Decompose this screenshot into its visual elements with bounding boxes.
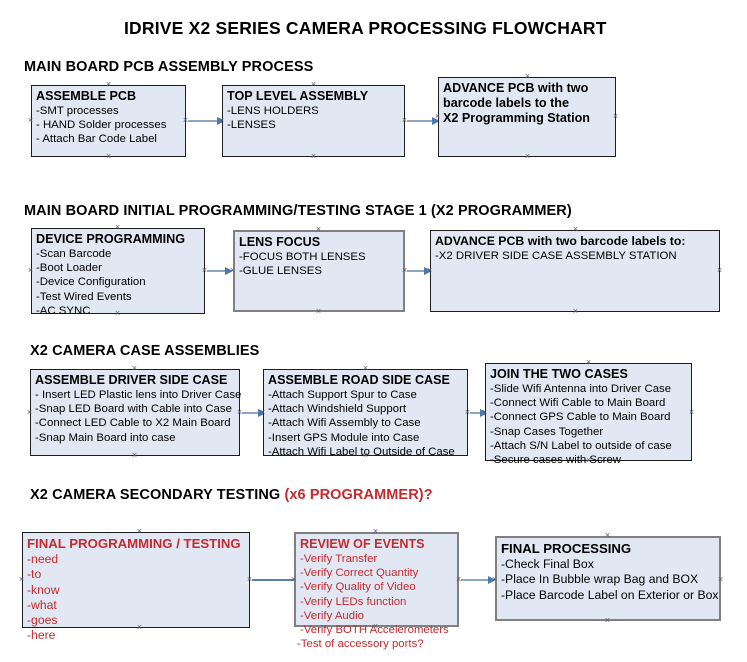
node-final-programming-testing[interactable]: FINAL PROGRAMMING / TESTING -need -to -k…	[22, 532, 250, 642]
connector-line	[252, 579, 294, 581]
section-heading-1-text: MAIN BOARD PCB ASSEMBLY PROCESS	[24, 59, 314, 75]
node-line: -Connect LED Cable to X2 Main Board	[35, 417, 231, 430]
node-advance-pcb-programming-station[interactable]: ADVANCE PCB with two barcode labels to t…	[438, 77, 616, 157]
node-line: - HAND Solder processes	[36, 119, 167, 132]
connector-arrow	[407, 270, 425, 272]
node-line: -Snap Cases Together	[490, 425, 604, 438]
node-title: ADVANCE PCB with two	[443, 81, 589, 95]
node-line: -Attach Wifi Assembly to Case	[268, 417, 421, 430]
page-title: IDRIVE X2 SERIES CAMERA PROCESSING FLOWC…	[124, 18, 607, 38]
node-line: -Verify Correct Quantity	[300, 567, 419, 580]
arrowhead-icon	[424, 266, 432, 275]
node-line: -Secure cases with Screw	[490, 454, 622, 467]
node-line: -here	[27, 628, 56, 643]
node-line: -Verify BOTH Accelerometers	[300, 624, 449, 637]
node-line: -Scan Barcode	[36, 248, 112, 260]
node-title: DEVICE PROGRAMMING	[36, 232, 186, 246]
node-line: -AC SYNC	[36, 304, 91, 317]
node-assemble-pcb[interactable]: ASSEMBLE PCB -SMT processes - HAND Solde…	[31, 85, 186, 157]
node-title-line3: X2 Programming Station	[443, 111, 590, 125]
node-title-line2: barcode labels to the	[443, 96, 569, 110]
node-title: ASSEMBLE PCB	[36, 89, 137, 103]
node-line: - Insert LED Plastic lens into Driver Ca…	[35, 389, 242, 401]
node-assemble-driver-side-case[interactable]: ASSEMBLE DRIVER SIDE CASE - Insert LED P…	[30, 369, 242, 456]
node-line: -Connect Wifi Cable to Main Board	[490, 397, 666, 410]
node-line: -Verify Audio	[300, 609, 364, 622]
node-line: -Attach Support Spur to Case	[268, 389, 417, 401]
node-title: FINAL PROGRAMMING / TESTING	[27, 536, 241, 551]
node-line: -Check Final Box	[501, 557, 594, 571]
node-assemble-road-side-case[interactable]: ASSEMBLE ROAD SIDE CASE -Attach Support …	[263, 369, 468, 458]
node-line: -Insert GPS Module into Case	[268, 431, 420, 444]
node-line: -Connect GPS Cable to Main Board	[490, 411, 671, 424]
node-line: -Attach Wifi Label to Outside of Case	[268, 445, 455, 458]
node-title: ASSEMBLE DRIVER SIDE CASE	[35, 373, 228, 387]
node-title: LENS FOCUS	[239, 235, 321, 249]
node-line: -LENS HOLDERS	[227, 105, 319, 117]
node-line: -LENSES	[227, 119, 276, 132]
arrowhead-icon	[488, 575, 496, 584]
arrowhead-icon	[225, 266, 233, 275]
node-lens-focus[interactable]: LENS FOCUS -FOCUS BOTH LENSES -GLUE LENS…	[233, 230, 405, 312]
section-heading-2: MAIN BOARD INITIAL PROGRAMMING/TESTING S…	[24, 203, 572, 219]
node-title: REVIEW OF EVENTS	[300, 537, 425, 551]
connector-arrow	[470, 412, 481, 414]
node-top-level-assembly[interactable]: TOP LEVEL ASSEMBLY -LENS HOLDERS -LENSES	[222, 85, 405, 157]
node-line: -Verify Quality of Video	[300, 581, 416, 594]
connector-arrow	[188, 120, 218, 122]
section-heading-3-text: X2 CAMERA CASE ASSEMBLIES	[30, 343, 260, 359]
node-line: -Device Configuration	[36, 276, 146, 289]
arrowhead-icon	[217, 116, 225, 125]
node-title: FINAL PROCESSING	[501, 541, 632, 556]
node-line: -Snap LED Board with Cable into Case	[35, 403, 232, 416]
node-line: -Slide Wifi Antenna into Driver Case	[490, 383, 672, 395]
connector-arrow	[461, 579, 490, 581]
node-title: ASSEMBLE ROAD SIDE CASE	[268, 373, 450, 387]
node-line: -Verify Transfer	[300, 553, 378, 565]
node-line: -FOCUS BOTH LENSES	[239, 251, 366, 263]
node-line: -Boot Loader	[36, 262, 102, 275]
section-heading-4: X2 CAMERA SECONDARY TESTING (x6 PROGRAMM…	[30, 487, 433, 503]
node-line: -Place Barcode Label on Exterior or Box	[501, 587, 719, 602]
node-line: -know	[27, 582, 60, 597]
section-heading-4-text: X2 CAMERA SECONDARY TESTING	[30, 487, 285, 503]
node-final-processing[interactable]: FINAL PROCESSING -Check Final Box -Place…	[495, 536, 721, 621]
section-heading-4-accent: (x6 PROGRAMMER)?	[284, 487, 433, 503]
node-line: -SMT processes	[36, 105, 119, 117]
arrowhead-icon	[432, 116, 440, 125]
connector-arrow	[407, 120, 435, 122]
node-line: -Attach S/N Label to outside of case	[490, 439, 672, 452]
node-line: -Verify LEDs function	[300, 595, 407, 608]
node-line: -need	[27, 552, 59, 566]
node-title: ADVANCE PCB with two barcode labels to:	[435, 234, 686, 248]
node-line: -GLUE LENSES	[239, 265, 322, 278]
node-line: -to	[27, 567, 42, 582]
node-join-the-two-cases[interactable]: JOIN THE TWO CASES -Slide Wifi Antenna i…	[485, 363, 692, 466]
node-line: -goes	[27, 613, 58, 628]
arrowhead-icon	[258, 408, 266, 417]
node-title: TOP LEVEL ASSEMBLY	[227, 89, 369, 103]
node-device-programming[interactable]: DEVICE PROGRAMMING -Scan Barcode -Boot L…	[31, 228, 205, 317]
section-heading-2-text: MAIN BOARD INITIAL PROGRAMMING/TESTING S…	[24, 203, 572, 219]
connector-arrow	[207, 270, 226, 272]
node-line: -Attach Windshield Support	[268, 403, 407, 416]
section-heading-1: MAIN BOARD PCB ASSEMBLY PROCESS	[24, 59, 313, 75]
section-heading-3: X2 CAMERA CASE ASSEMBLIES	[30, 343, 259, 359]
node-line: -X2 DRIVER SIDE CASE ASSEMBLY STATION	[435, 250, 677, 262]
arrowhead-icon	[480, 408, 488, 417]
node-title: JOIN THE TWO CASES	[490, 367, 628, 381]
node-line: - Attach Bar Code Label	[36, 133, 157, 146]
node-advance-pcb-case-assembly[interactable]: ADVANCE PCB with two barcode labels to: …	[430, 230, 720, 312]
node-line: -Test Wired Events	[36, 290, 132, 303]
node-line-overflow: -Test of accessory ports?	[297, 638, 424, 651]
connector-arrow	[242, 412, 259, 414]
node-line: -Place In Bubble wrap Bag and BOX	[501, 572, 699, 587]
node-review-of-events[interactable]: REVIEW OF EVENTS -Verify Transfer -Verif…	[294, 532, 459, 650]
node-line: -Snap Main Board into case	[35, 431, 176, 444]
node-line: -what	[27, 597, 57, 612]
